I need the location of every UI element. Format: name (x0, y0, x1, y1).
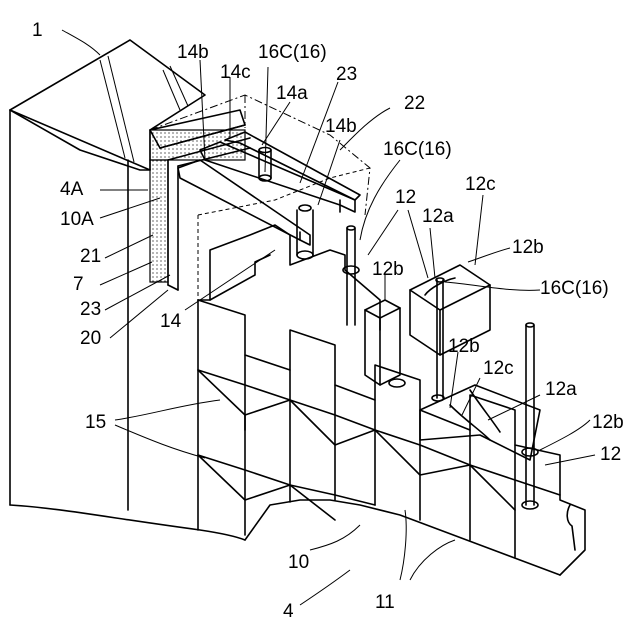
label-22: 22 (404, 93, 425, 114)
label-20: 20 (80, 328, 101, 349)
label-12-top: 12 (395, 187, 416, 208)
label-10a: 10A (60, 209, 94, 230)
label-16c-right: 16C(16) (540, 278, 609, 299)
label-23-left: 23 (80, 299, 101, 320)
label-12b-mid: 12b (448, 336, 480, 357)
label-12b-low: 12b (592, 412, 624, 433)
label-14c: 14c (220, 62, 251, 83)
label-12a-mid: 12a (545, 379, 577, 400)
label-23-top: 23 (336, 64, 357, 85)
label-12c-mid: 12c (483, 358, 514, 379)
label-4a: 4A (60, 179, 84, 200)
label-16c-mid: 16C(16) (383, 139, 452, 160)
label-12-low: 12 (600, 444, 621, 465)
fixed-frame (150, 110, 250, 290)
label-16c-top: 16C(16) (258, 42, 327, 63)
label-7: 7 (73, 274, 84, 295)
label-1: 1 (32, 20, 43, 41)
label-14b-mid: 14b (325, 116, 357, 137)
label-14: 14 (160, 311, 182, 332)
label-4: 4 (283, 601, 294, 622)
label-12b-top: 12b (512, 237, 544, 258)
label-15: 15 (85, 412, 106, 433)
label-12b-left: 12b (372, 259, 404, 280)
label-14a: 14a (276, 83, 308, 104)
label-12a-top: 12a (422, 206, 454, 227)
label-12c-top: 12c (465, 174, 496, 195)
label-14b-top: 14b (177, 42, 209, 63)
label-10: 10 (288, 552, 309, 573)
label-21: 21 (80, 246, 101, 267)
label-11: 11 (375, 592, 395, 613)
